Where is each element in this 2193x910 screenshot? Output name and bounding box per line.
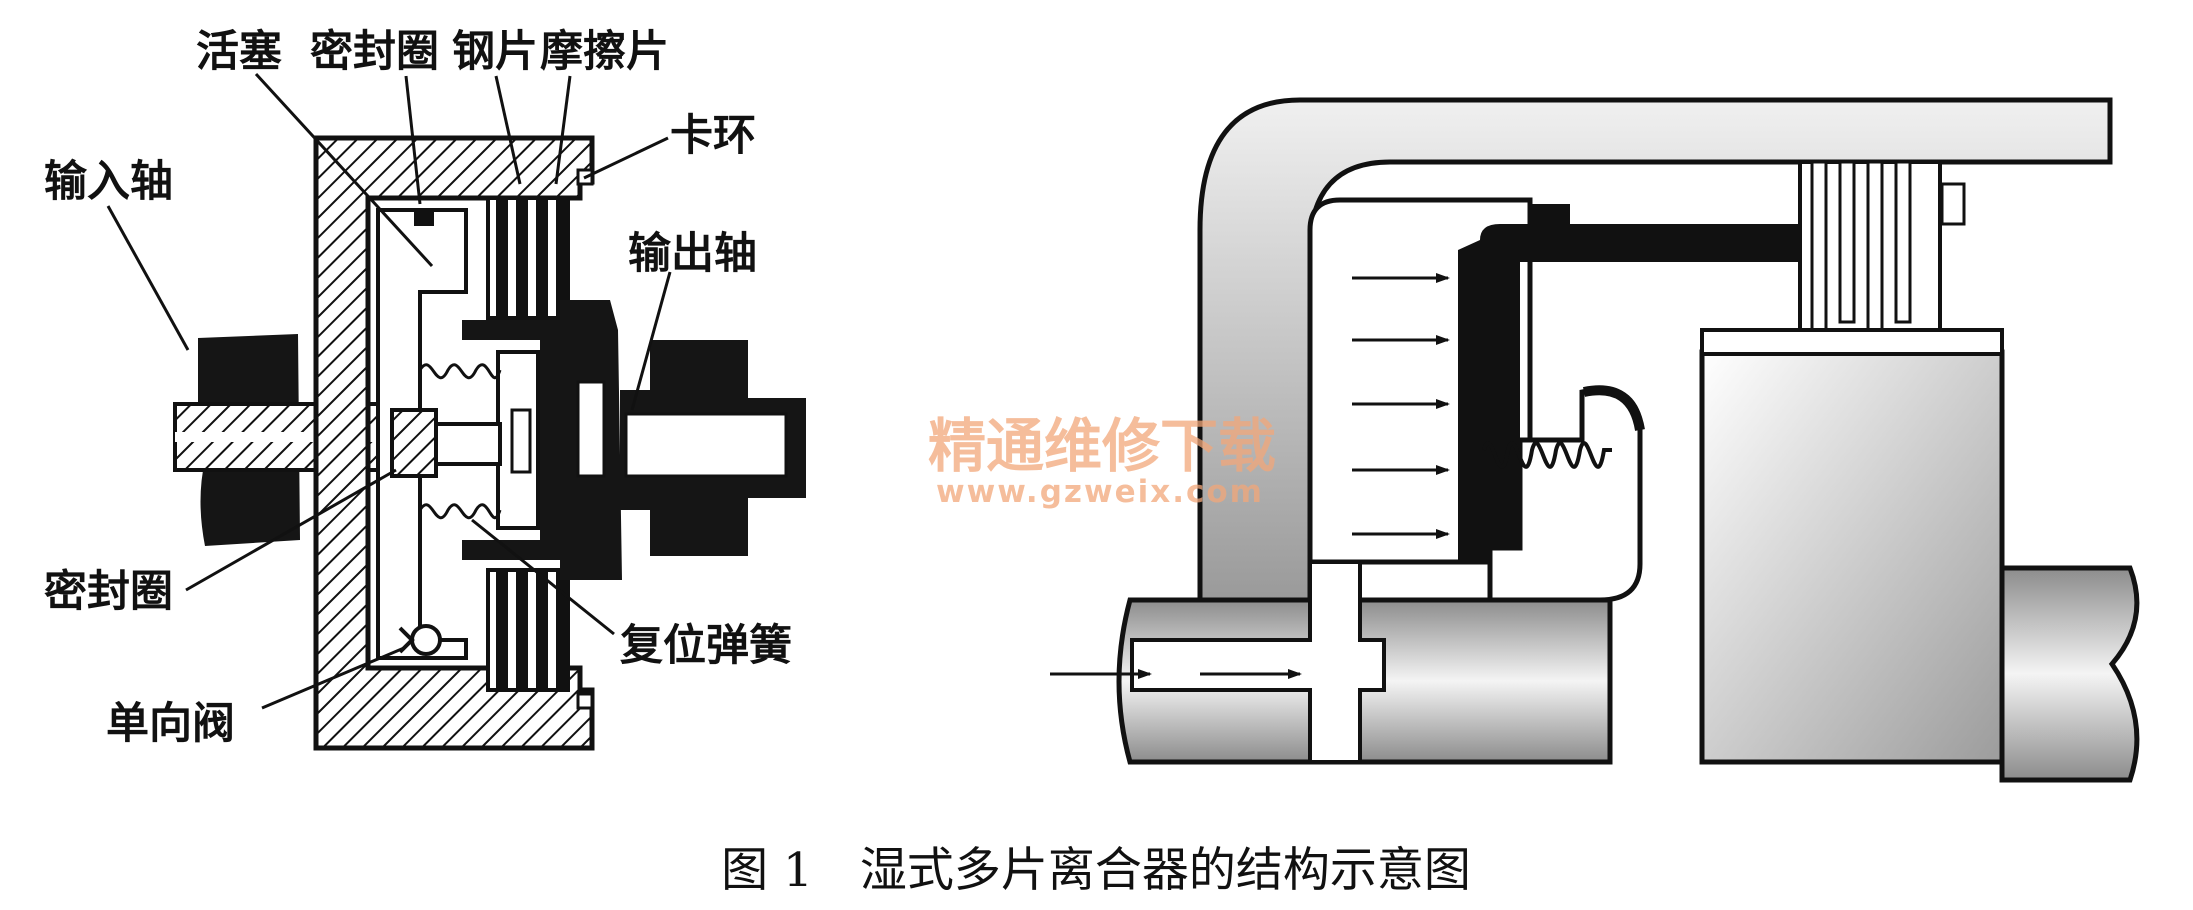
plate-pack-bottom: [486, 568, 570, 692]
label-piston: 活塞: [196, 27, 282, 77]
label-seal-top: 密封圈: [310, 27, 439, 77]
label-friction-plate: 摩擦片: [540, 27, 669, 77]
seal-top: [414, 208, 434, 226]
watermark: 精通维修下载 www.gzweix.com: [928, 412, 1276, 510]
return-spring-right: [1474, 440, 1612, 500]
snap-ring-bottom: [576, 692, 594, 710]
piston-seal-top: [1530, 204, 1570, 226]
plate-pack-right: [1798, 160, 1966, 354]
right-clutch-section: [1050, 97, 2140, 783]
hub-block-right: [1699, 349, 2005, 765]
left-clutch-section: 活塞 密封圈 钢片 摩擦片 卡环 输入轴 输出轴 密封圈 复位弹簧 单向阀: [44, 27, 806, 751]
return-spring-coils: [418, 363, 502, 520]
leader-lines: [106, 72, 672, 710]
figure-caption: 图 1 湿式多片离合器的结构示意图: [721, 843, 1471, 898]
plate-pack-top: [486, 196, 570, 320]
label-input-shaft: 输入轴: [44, 157, 173, 207]
label-steel-plate: 钢片: [452, 27, 538, 77]
output-hub: [462, 300, 622, 580]
label-check-valve: 单向阀: [106, 699, 235, 749]
output-shaft-right: [1999, 565, 2140, 783]
watermark-url: www.gzweix.com: [936, 474, 1264, 510]
label-output-shaft: 输出轴: [628, 229, 757, 279]
label-seal-bottom: 密封圈: [44, 567, 173, 617]
label-return-spring: 复位弹簧: [620, 621, 792, 671]
watermark-text: 精通维修下载: [928, 412, 1276, 480]
oil-passage: [1130, 560, 1386, 764]
spring-bore: [434, 422, 502, 466]
hub-block: [390, 408, 438, 478]
piston-right: [1458, 224, 1820, 560]
label-snap-ring: 卡环: [670, 111, 756, 161]
oil-pressure-arrows: [1050, 273, 1450, 679]
